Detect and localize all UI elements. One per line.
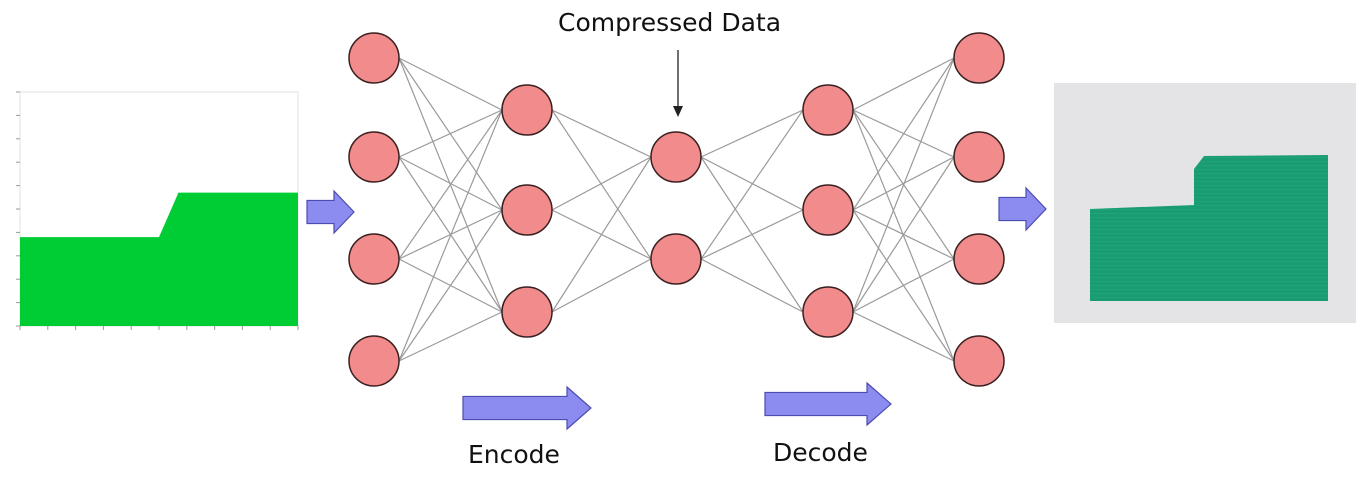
input-arrow-icon [306, 189, 355, 235]
input-plot [16, 91, 299, 330]
node-encoder-1 [501, 184, 553, 236]
input-area [20, 192, 298, 326]
decode-arrow-icon [764, 381, 892, 427]
encode-arrow-icon [462, 385, 592, 431]
edge-bottleneck-1-to-decoder-2 [700, 258, 804, 313]
compressed-pointer-arrowhead [673, 106, 683, 117]
node-encoder-0 [501, 84, 553, 136]
node-output-0 [953, 32, 1005, 84]
node-output-1 [953, 131, 1005, 183]
decode-label: Decode [773, 438, 868, 467]
edge-decoder-2-to-output-1 [852, 156, 955, 313]
edge-decoder-2-to-output-0 [852, 57, 955, 313]
edge-decoder-2-to-output-3 [852, 311, 955, 362]
edge-input-3-to-encoder-1 [398, 209, 503, 362]
node-bottleneck-1 [650, 233, 702, 285]
node-decoder-0 [802, 84, 854, 136]
output-area [1090, 155, 1328, 301]
node-output-2 [953, 233, 1005, 285]
encode-label: Encode [468, 440, 560, 469]
compressed-data-label: Compressed Data [558, 8, 782, 37]
node-input-2 [348, 233, 400, 285]
flow-arrows [306, 50, 1047, 431]
edge-bottleneck-0-to-decoder-0 [700, 109, 804, 158]
edge-encoder-0-to-bottleneck-0 [551, 109, 652, 158]
node-encoder-2 [501, 286, 553, 338]
edge-input-1-to-encoder-0 [398, 109, 503, 158]
edge-encoder-0-to-bottleneck-1 [551, 109, 652, 260]
edge-bottleneck-1-to-decoder-1 [700, 209, 804, 260]
edge-encoder-2-to-bottleneck-0 [551, 156, 652, 313]
node-input-3 [348, 335, 400, 387]
edge-bottleneck-1-to-decoder-0 [700, 109, 804, 260]
reconstructed-output-image [1054, 83, 1356, 323]
edge-input-0-to-encoder-0 [398, 57, 503, 111]
node-output-3 [953, 335, 1005, 387]
output-arrow-icon [998, 186, 1047, 232]
edge-input-3-to-encoder-2 [398, 311, 503, 362]
network-edges [398, 57, 955, 362]
node-input-0 [348, 32, 400, 84]
edge-decoder-2-to-output-2 [852, 258, 955, 313]
edge-encoder-2-to-bottleneck-1 [551, 258, 652, 313]
reconstructed-shape [1090, 155, 1328, 301]
edge-input-3-to-encoder-0 [398, 109, 503, 362]
edge-decoder-1-to-output-0 [852, 57, 955, 211]
edge-decoder-0-to-output-0 [852, 57, 955, 111]
edge-input-2-to-encoder-0 [398, 109, 503, 260]
node-decoder-2 [802, 286, 854, 338]
node-bottleneck-0 [650, 131, 702, 183]
network-nodes [348, 32, 1005, 387]
edge-encoder-1-to-bottleneck-0 [551, 156, 652, 211]
node-input-1 [348, 131, 400, 183]
node-decoder-1 [802, 184, 854, 236]
